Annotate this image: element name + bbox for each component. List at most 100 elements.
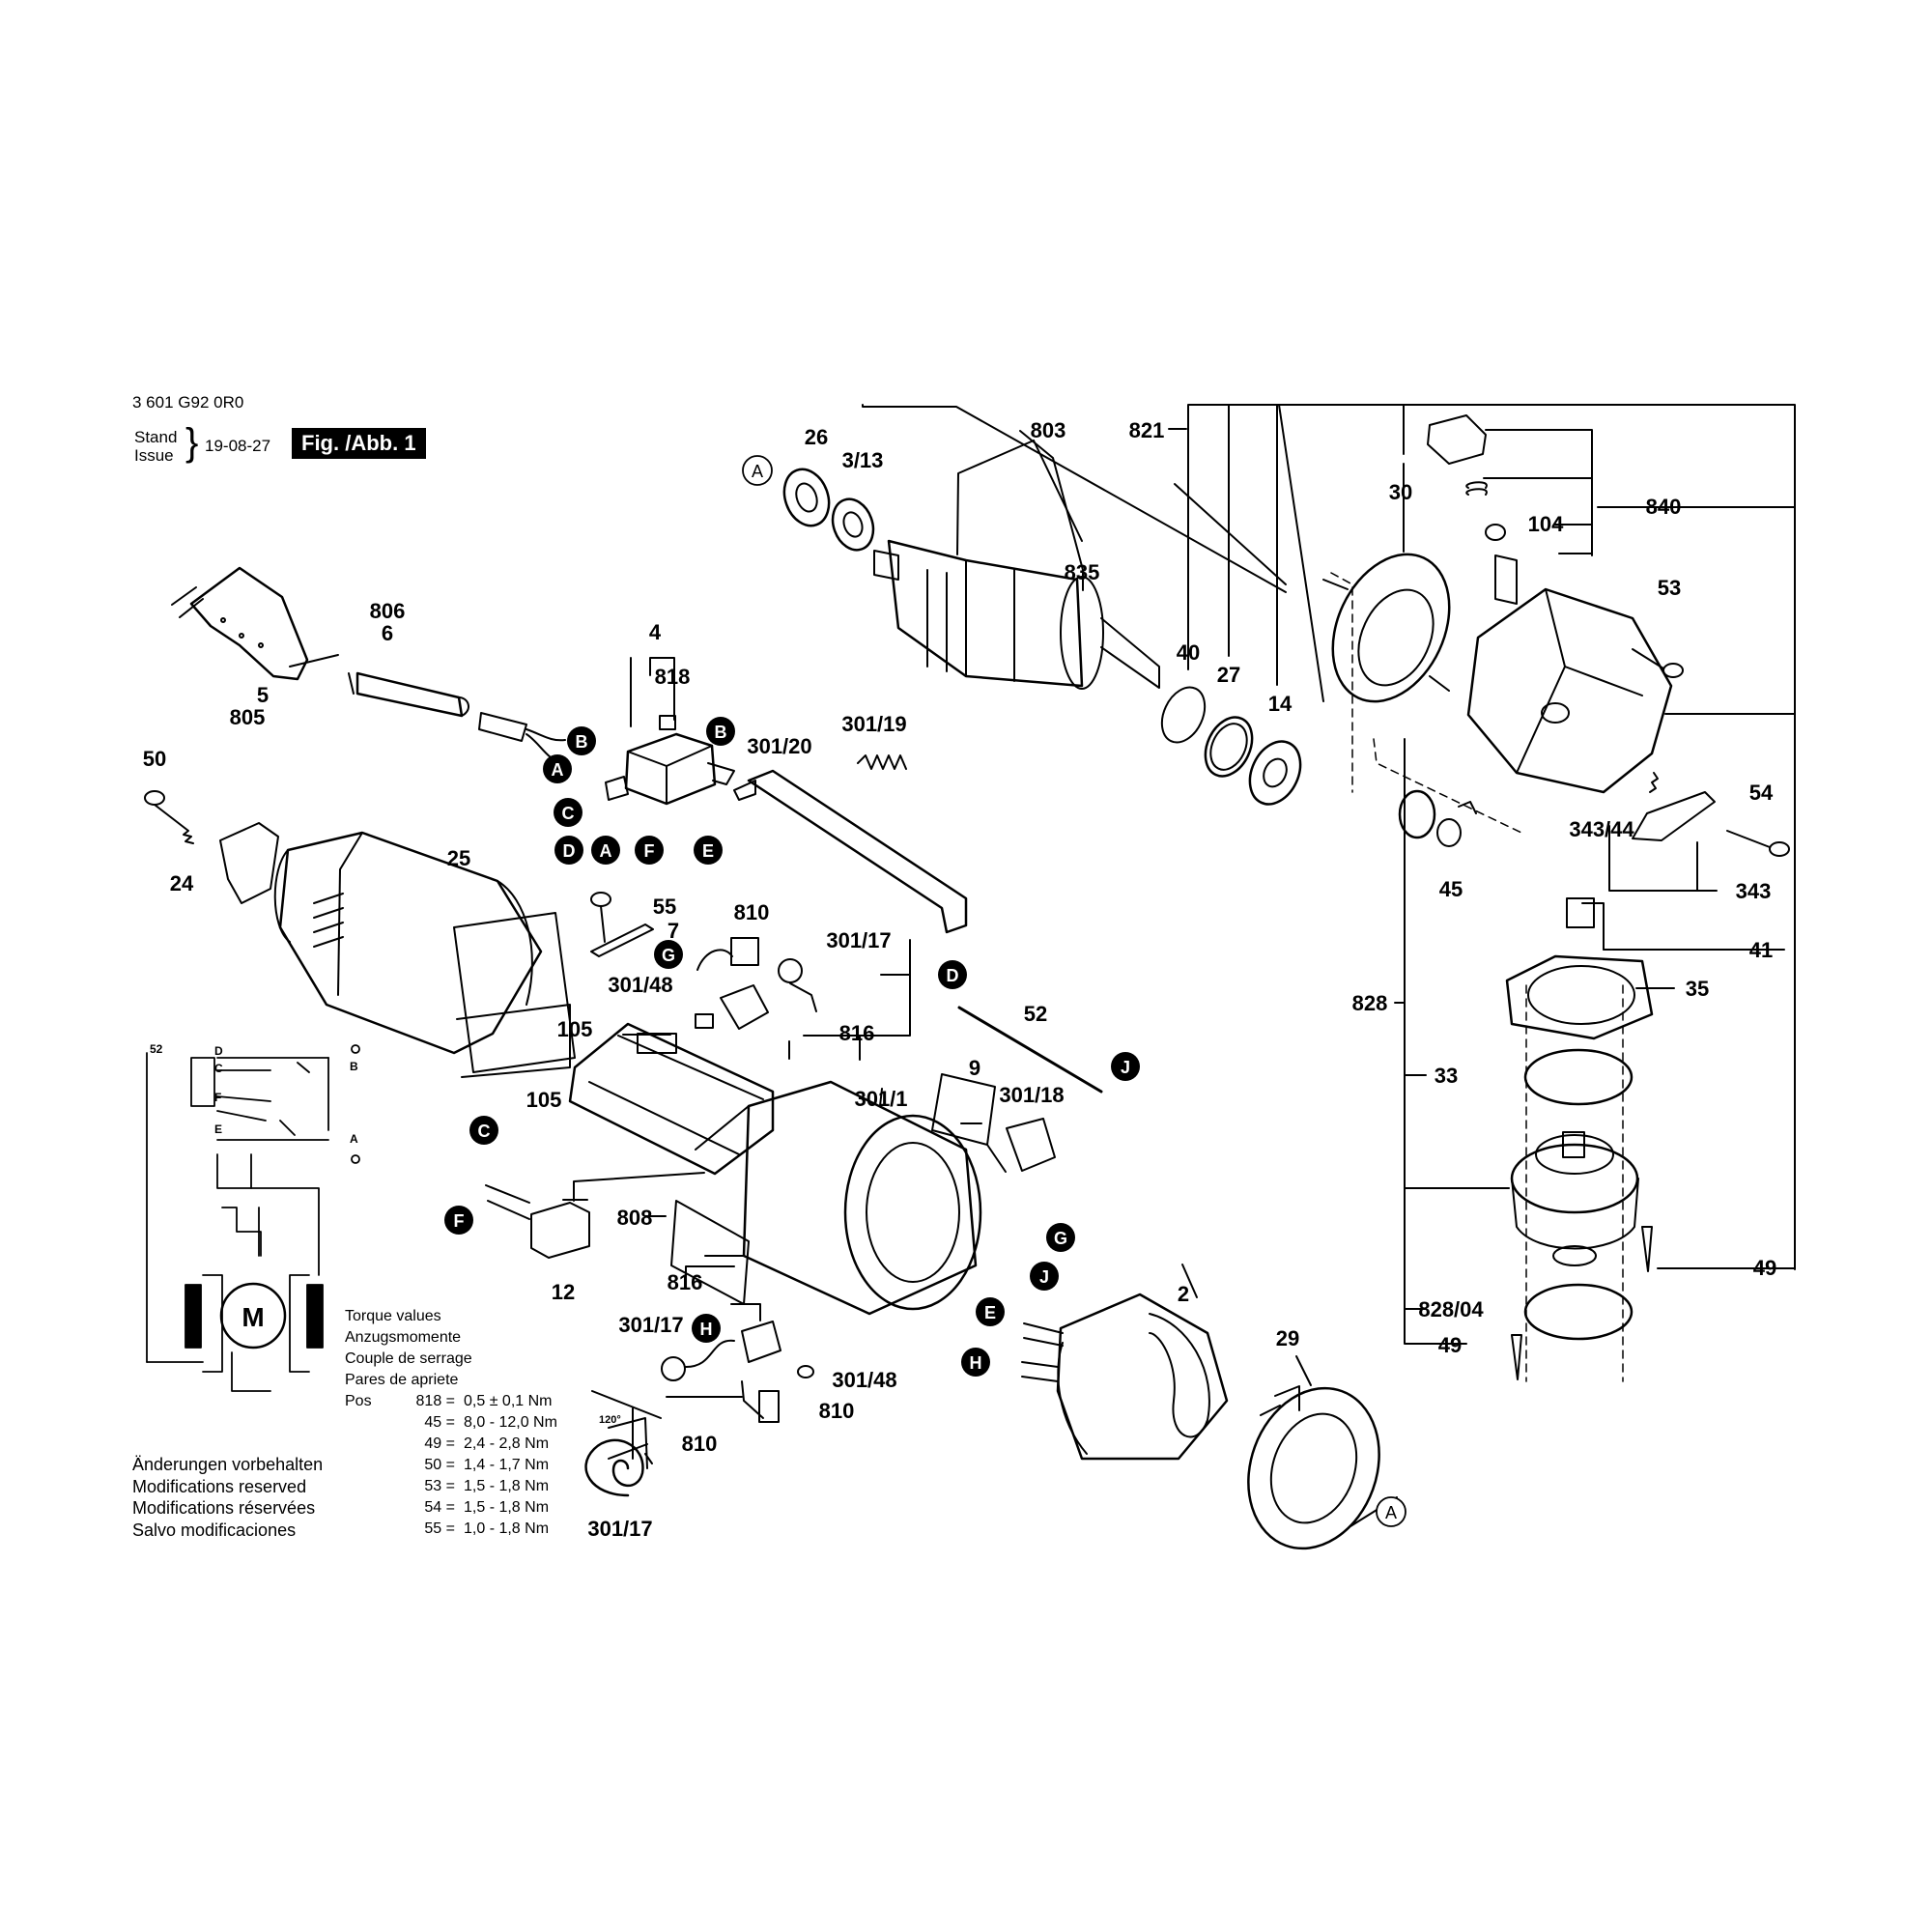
- schematic-labels: 52 D C F E B A M: [150, 1042, 358, 1332]
- switch-spring: [857, 754, 907, 770]
- ring-27: [1204, 716, 1254, 778]
- callout-5: 5: [257, 683, 269, 707]
- connector-G-upper: G: [654, 940, 683, 969]
- callout-25: 25: [447, 846, 470, 870]
- callout-821: 821: [1129, 418, 1165, 442]
- connector-A-cord: A: [543, 754, 572, 783]
- leader-12: [573, 1172, 705, 1202]
- spring-detail: [584, 1407, 653, 1497]
- note-en: Modifications reserved: [132, 1476, 307, 1496]
- callout-301-18: 301/18: [999, 1083, 1064, 1107]
- carbon-brush-lower: [661, 1321, 814, 1423]
- connector-B-label: B: [576, 732, 588, 752]
- stand-label: Stand: [134, 428, 178, 446]
- callout-810-mid: 810: [819, 1399, 855, 1423]
- leader-835: [1033, 440, 1083, 542]
- callout-301-1: 301/1: [854, 1087, 907, 1111]
- callout-343-44: 343/44: [1569, 817, 1634, 841]
- torque-pos: 45 =: [424, 1414, 455, 1431]
- connector-A4-label: A: [1385, 1503, 1397, 1522]
- leader-821-top: [1187, 404, 1796, 509]
- o-ring-33: [1523, 1048, 1634, 1106]
- carbon-brush-upper: [695, 937, 817, 1030]
- torque-title-es: Pares de apriete: [345, 1372, 459, 1388]
- callout-105-b: 105: [526, 1088, 562, 1112]
- callout-7: 7: [668, 919, 679, 943]
- connector-C-switch: C: [554, 798, 582, 827]
- callout-53: 53: [1658, 576, 1681, 600]
- leader-301-18: [879, 1088, 883, 1107]
- callout-828: 828: [1352, 991, 1388, 1015]
- o-ring-104: [1485, 524, 1506, 541]
- callout-104: 104: [1528, 512, 1564, 536]
- callout-805: 805: [230, 705, 266, 729]
- leader-4: [649, 657, 675, 714]
- callout-30: 30: [1389, 480, 1412, 504]
- connector-B-switch: B: [706, 717, 735, 746]
- torque-title-de: Anzugsmomente: [345, 1329, 462, 1346]
- callout-818: 818: [655, 665, 691, 689]
- label-9: [931, 1073, 996, 1146]
- connector-D-wire: D: [938, 960, 967, 989]
- angle-label: 120°: [599, 1414, 621, 1426]
- note-de: Änderungen vorbehalten: [132, 1455, 324, 1474]
- gear-head: [1466, 587, 1673, 794]
- torque-pos: 49 =: [424, 1435, 455, 1452]
- connector-D-switch: D: [554, 836, 583, 865]
- callout-24: 24: [170, 871, 194, 895]
- brace-glyph: }: [185, 421, 199, 464]
- connector-F-lead: F: [444, 1206, 473, 1235]
- callout-41: 41: [1749, 938, 1773, 962]
- connector-J-wire: J: [1111, 1052, 1140, 1081]
- torque-pos-prefix: Pos: [345, 1393, 372, 1409]
- callout-810-top: 810: [734, 900, 770, 924]
- connector-E1-label: E: [702, 841, 714, 861]
- armature: [873, 539, 1160, 690]
- connector-H2-label: H: [970, 1353, 982, 1373]
- callout-26: 26: [805, 425, 828, 449]
- callout-50: 50: [143, 747, 166, 771]
- callout-816-lower: 816: [668, 1270, 703, 1294]
- connector-H-stator: H: [961, 1348, 990, 1377]
- connector-E-stator: E: [976, 1297, 1005, 1326]
- leader-lines: [562, 404, 1796, 1527]
- note-fr: Modifications réservées: [132, 1498, 316, 1518]
- callout-35: 35: [1686, 977, 1709, 1001]
- connector-G1-label: G: [662, 946, 675, 965]
- motor-housing: [273, 831, 576, 1073]
- connector-J1-label: J: [1121, 1058, 1130, 1077]
- callout-49-right: 49: [1753, 1256, 1776, 1280]
- spring-343-44: [1649, 772, 1659, 793]
- schematic-B: B: [350, 1060, 358, 1073]
- callout-835: 835: [1065, 560, 1100, 584]
- callout-45: 45: [1439, 877, 1463, 901]
- leader-821-14b: [1278, 404, 1324, 702]
- torque-pos: 55 =: [424, 1520, 455, 1537]
- leader-810-b: [608, 1443, 648, 1460]
- screw-50: [144, 790, 194, 844]
- issue-label: Issue: [134, 446, 174, 465]
- connector-H1-label: H: [700, 1320, 713, 1339]
- callout-808: 808: [617, 1206, 653, 1230]
- leader-840-cap: [1485, 429, 1593, 556]
- lever-343: [1632, 791, 1716, 841]
- callout-105-a: 105: [557, 1017, 593, 1041]
- callout-301-20: 301/20: [747, 734, 811, 758]
- stand-issue-label: Stand Issue: [134, 428, 192, 465]
- connector-12: [485, 1184, 590, 1259]
- callout-343: 343: [1736, 879, 1772, 903]
- spring-small: [1458, 801, 1477, 814]
- label-strip-105: [456, 1004, 571, 1078]
- connector-G2-label: G: [1054, 1229, 1067, 1248]
- callout-12: 12: [552, 1280, 575, 1304]
- screw-54: [1726, 830, 1790, 857]
- connector-F2-label: F: [454, 1211, 465, 1231]
- part-24-bracket: [219, 822, 279, 904]
- connector-A-label: A: [752, 462, 763, 481]
- connector-A2-label: A: [552, 760, 564, 780]
- connector-E2-label: E: [984, 1303, 996, 1322]
- bearing-14: [1248, 740, 1302, 806]
- figure-label: Fig. /Abb. 1: [292, 428, 426, 459]
